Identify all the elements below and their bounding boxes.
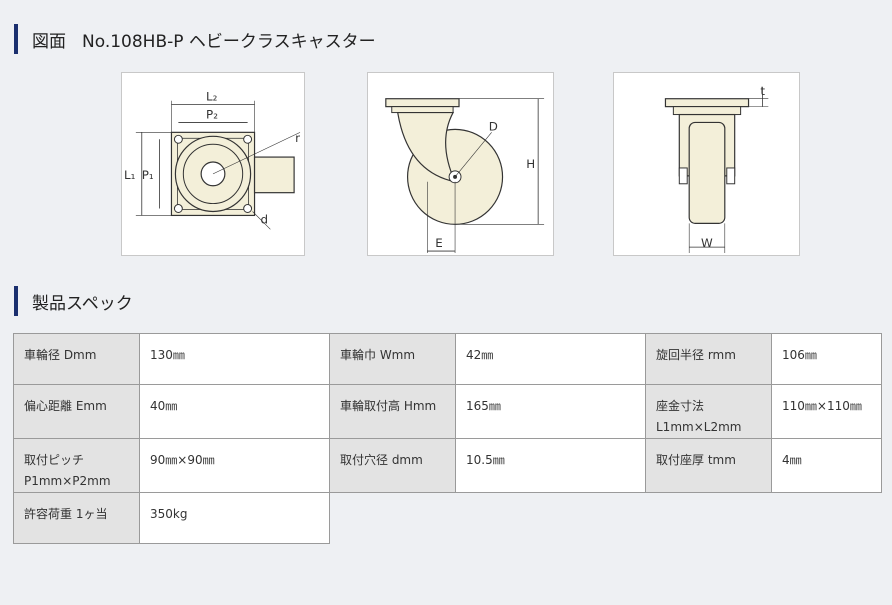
spec-empty-cell [646,493,882,544]
label-D: D [489,119,498,133]
label-t: t [760,84,765,98]
spec-heading: 製品スペック [14,286,133,316]
label-p2: P₂ [206,108,218,122]
spec-label: 旋回半径 rmm [645,333,772,385]
drawing-heading: 図面 No.108HB-P ヘビークラスキャスター [14,24,376,54]
spec-value: 106㎜ [771,333,882,385]
drawing-title: 図面 [32,31,66,52]
spec-value: 4㎜ [771,438,882,493]
label-l1: L₁ [124,168,136,182]
spec-value: 10.5㎜ [455,438,646,493]
spec-empty-cell [330,493,646,544]
heading-accent-bar [14,24,18,54]
spec-value: 42㎜ [455,333,646,385]
spec-label: 許容荷重 1ヶ当 [13,492,140,544]
product-name: No.108HB-P ヘビークラスキャスター [82,31,376,52]
label-l2: L₂ [206,90,217,104]
label-W: W [701,236,713,250]
spec-label: 車輪取付高 Hmm [329,384,456,439]
heading-accent-bar [14,286,18,316]
label-E: E [435,236,443,250]
spec-label: 偏心距離 Emm [13,384,140,439]
label-r: r [295,131,300,145]
spec-value: 130㎜ [139,333,330,385]
label-p1: P₁ [142,168,154,182]
spec-label: 取付ピッチ P1mm×P2mm [13,438,140,493]
spec-label: 車輪巾 Wmm [329,333,456,385]
top-view-drawing: L₂ P₂ L₁ P₁ r d [121,72,305,256]
side-view-svg: D H E [385,98,545,254]
spec-label: 取付穴径 dmm [329,438,456,493]
spec-label: 取付座厚 tmm [645,438,772,493]
spec-value: 110㎜×110㎜ [771,384,882,439]
front-view-svg: t W [664,84,769,254]
spec-value: 90㎜×90㎜ [139,438,330,493]
side-view-drawing: D H E [367,72,554,256]
top-view-svg: L₂ P₂ L₁ P₁ r d [124,90,301,230]
spec-label: 座金寸法 L1mm×L2mm [645,384,772,439]
label-d: d [260,212,268,226]
label-H: H [526,157,535,171]
spec-value: 350kg [139,492,330,544]
front-view-drawing: t W [613,72,800,256]
spec-value: 165㎜ [455,384,646,439]
spec-value: 40㎜ [139,384,330,439]
spec-title: 製品スペック [32,293,133,314]
spec-label: 車輪径 Dmm [13,333,140,385]
